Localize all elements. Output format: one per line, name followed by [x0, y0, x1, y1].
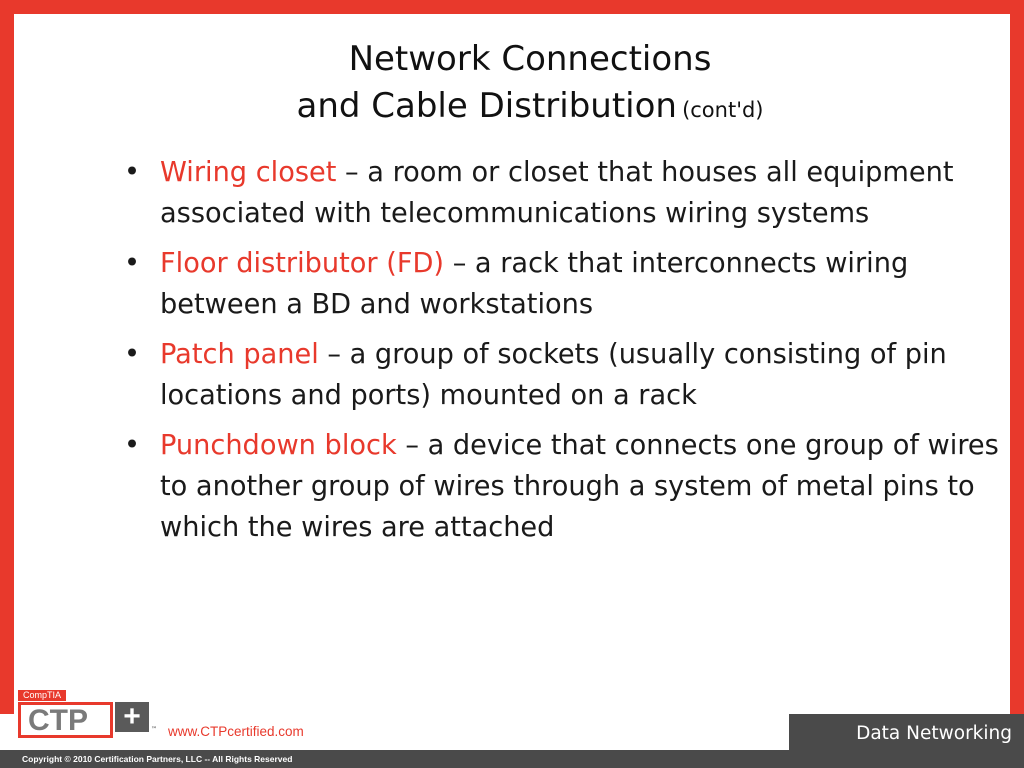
bullet-list: • Wiring closet – a room or closet that …: [124, 152, 1004, 557]
bullet-definition: – a device that connects one group of wi…: [160, 430, 999, 543]
comptia-label: CompTIA: [18, 690, 67, 701]
list-item: • Wiring closet – a room or closet that …: [124, 152, 1004, 234]
list-item: • Floor distributor (FD) – a rack that i…: [124, 243, 1004, 325]
title-line-1: Network Connections: [348, 39, 712, 79]
bullet-dot: •: [124, 430, 141, 461]
title-suffix: (cont'd): [682, 98, 764, 122]
right-border: [1010, 0, 1024, 714]
bullet-dot: •: [124, 248, 141, 279]
list-item: • Patch panel – a group of sockets (usua…: [124, 334, 1004, 416]
section-label: Data Networking: [789, 714, 1024, 750]
ctp-box: CTP: [18, 702, 113, 738]
plus-icon: +: [115, 702, 149, 732]
trademark-mark: ™: [151, 726, 157, 733]
bullet-term: Punchdown block: [160, 430, 397, 461]
top-border: [0, 0, 1024, 14]
slide-title: Network Connections and Cable Distributi…: [230, 36, 830, 135]
website-link[interactable]: www.CTPcertified.com: [168, 724, 304, 739]
left-border: [0, 0, 14, 714]
bullet-definition: – a room or closet that houses all equip…: [160, 157, 954, 229]
bullet-dot: •: [124, 339, 141, 370]
copyright-notice: Copyright © 2010 Certification Partners,…: [22, 754, 293, 764]
bullet-definition: – a group of sockets (usually consisting…: [160, 339, 947, 411]
bullet-definition: – a rack that interconnects wiring betwe…: [160, 248, 909, 320]
bullet-dot: •: [124, 157, 141, 188]
bullet-term: Wiring closet: [160, 157, 337, 188]
ctp-logo: CompTIA CTP + ™: [18, 690, 157, 738]
title-line-2: and Cable Distribution: [296, 86, 677, 126]
footer-bar: Copyright © 2010 Certification Partners,…: [0, 750, 1024, 768]
list-item: • Punchdown block – a device that connec…: [124, 425, 1004, 548]
bullet-term: Floor distributor (FD): [160, 248, 445, 279]
ctp-text: CTP: [28, 704, 88, 737]
bullet-term: Patch panel: [160, 339, 319, 370]
